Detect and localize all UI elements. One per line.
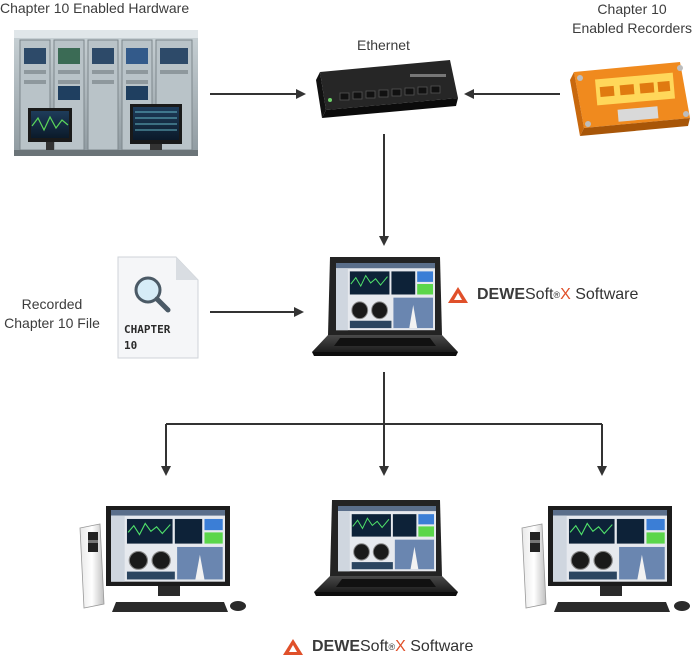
- recorders-label-line1: Chapter 10: [597, 1, 667, 17]
- file-search-icon: CHAPTER 10: [117, 256, 199, 359]
- recorder-device-icon: [570, 62, 690, 136]
- ethernet-label: Ethernet: [357, 37, 410, 53]
- file-text-number: 10: [124, 339, 137, 352]
- brand-prefix-bold: DEWE: [477, 286, 525, 303]
- dewesoft-logo-icon: [448, 287, 468, 303]
- brand-prefix-bold: DEWE: [312, 638, 360, 655]
- brand-registered: ®: [553, 290, 561, 300]
- recorded-file-label: Recorded Chapter 10 File: [0, 295, 104, 333]
- ethernet-switch-icon: [316, 60, 458, 118]
- brand-x: X: [395, 638, 406, 655]
- recorded-file-label-line2: Chapter 10 File: [4, 315, 100, 331]
- recorders-label: Chapter 10 Enabled Recorders: [572, 0, 692, 38]
- hardware-label: Chapter 10 Enabled Hardware: [0, 0, 190, 16]
- recorded-file-label-line1: Recorded: [21, 296, 83, 312]
- laptop-icon: [312, 257, 458, 356]
- desktop-pc-icon: [79, 506, 246, 612]
- rack-hardware-image: [14, 30, 198, 156]
- recorders-label-line2: Enabled Recorders: [572, 20, 692, 36]
- laptop-icon: [314, 500, 458, 596]
- brand-prefix-regular: Soft: [360, 638, 389, 655]
- file-text-chapter: CHAPTER: [124, 323, 171, 336]
- brand-suffix: Software: [570, 286, 639, 303]
- brand-registered: ®: [388, 642, 396, 652]
- brand-suffix: Software: [405, 638, 474, 655]
- desktop-pc-icon: [521, 506, 690, 612]
- brand-prefix-regular: Soft: [525, 286, 554, 303]
- brand-x: X: [560, 286, 571, 303]
- dewesoft-logo-icon: [283, 639, 303, 655]
